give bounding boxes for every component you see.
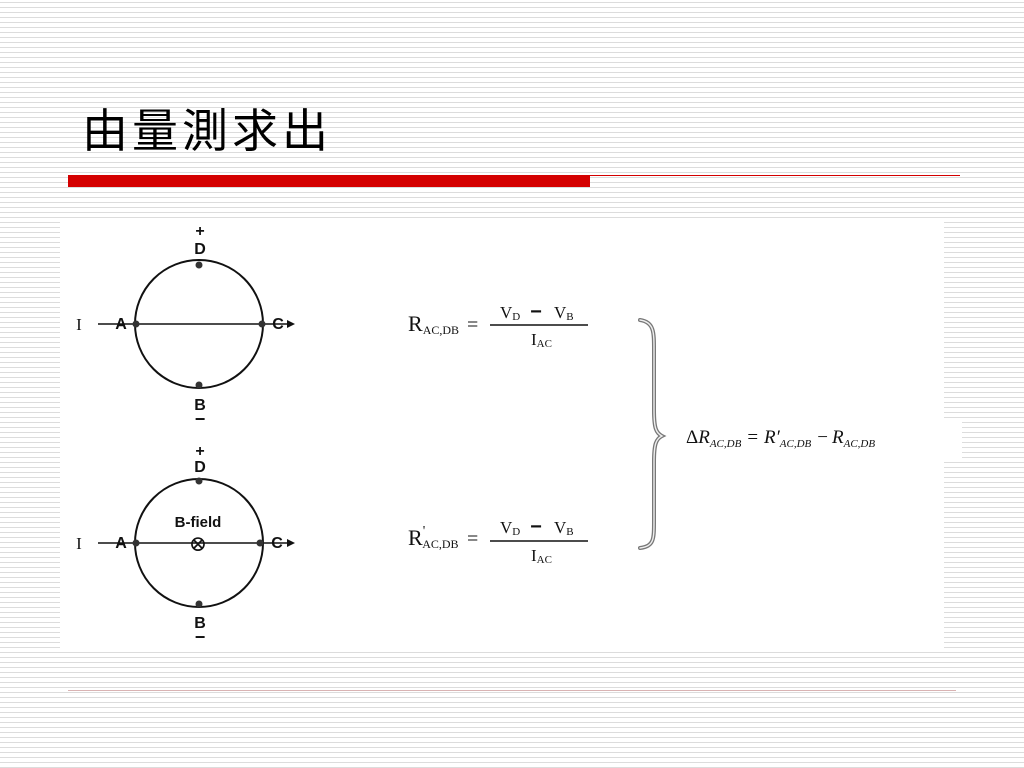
b-label: B: [194, 397, 206, 414]
contact-a: [132, 539, 140, 547]
contact-b: [195, 381, 203, 389]
d-label: D: [194, 459, 206, 476]
numerator-vd: VD: [500, 303, 520, 323]
contact-c: [258, 320, 266, 328]
current-label: I: [76, 534, 82, 553]
sample-no-field: + D A C B − I: [76, 223, 295, 429]
formula-lhs: R'AC,DB: [408, 524, 459, 551]
a-label: A: [115, 316, 127, 333]
delta-equation-box: [676, 418, 962, 460]
title-underline-bar: [68, 175, 590, 187]
contact-a: [132, 320, 140, 328]
d-label: D: [194, 241, 206, 258]
contact-d: [195, 261, 203, 269]
numerator-vb: VB: [554, 518, 574, 538]
field-label: B-field: [175, 514, 222, 531]
denominator-iac: IAC: [531, 546, 552, 566]
plus-label: +: [195, 443, 204, 460]
slide-title: 由量測求出: [82, 104, 332, 158]
contact-b: [195, 600, 203, 608]
sample-with-field: + D A C B − I B-field ⊗: [76, 443, 295, 647]
denominator-iac: IAC: [531, 330, 552, 350]
delta-resistance-equation: ΔRAC,DB=R′AC,DB−RAC,DB: [686, 427, 875, 450]
plus-label: +: [195, 223, 204, 240]
minus-label: −: [195, 409, 206, 429]
a-label: A: [115, 535, 127, 552]
formula-resistance-field: R'AC,DB = VD − VB IAC: [408, 516, 588, 566]
formula-equals: =: [467, 314, 478, 336]
minus-label: −: [195, 627, 206, 647]
c-label: C: [271, 535, 283, 552]
formula-equals: =: [467, 528, 478, 550]
c-label: C: [272, 316, 284, 333]
numerator-vb: VB: [554, 303, 574, 323]
contact-d: [195, 477, 203, 485]
numerator-minus: −: [530, 516, 542, 538]
formula-lhs: RAC,DB: [408, 311, 459, 337]
field-into-page-icon: ⊗: [189, 531, 207, 556]
current-label: I: [76, 315, 82, 334]
b-label: B: [194, 615, 206, 632]
formula-resistance: RAC,DB = VD − VB IAC: [408, 301, 588, 350]
numerator-vd: VD: [500, 518, 520, 538]
numerator-minus: −: [530, 301, 542, 323]
title-underline-line: [590, 175, 960, 176]
contact-c: [256, 539, 264, 547]
footer-divider: [68, 690, 956, 691]
